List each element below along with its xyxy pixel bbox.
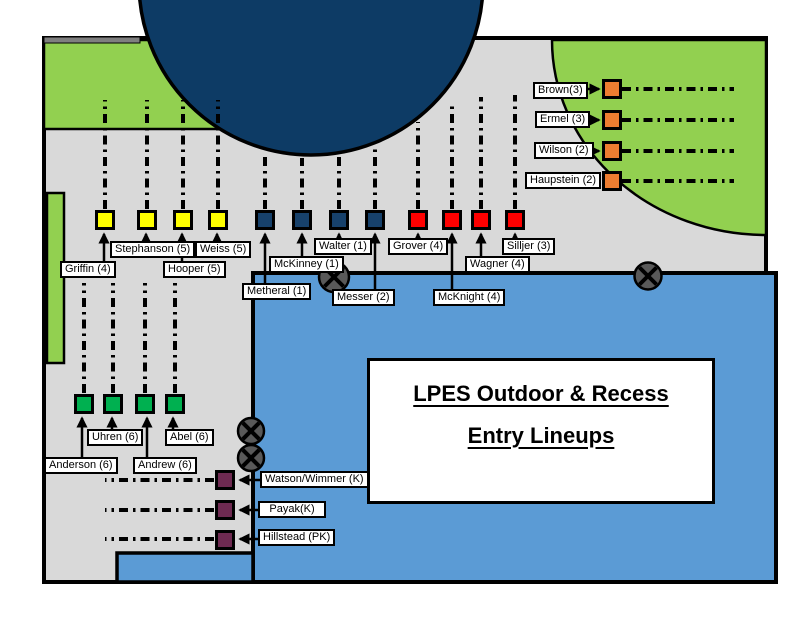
lineup-label-metheral: Metheral (1) [242, 283, 312, 300]
lineup-label-payak: Payak(K) [258, 501, 326, 518]
lineup-spot-uhren [103, 394, 123, 414]
lineup-spot-anderson [74, 394, 94, 414]
lineup-spot-grover [408, 210, 428, 230]
lineup-label-stephanson: Stephanson (5) [110, 241, 196, 258]
lineup-label-andrew: Andrew (6) [133, 457, 197, 474]
lineup-label-wagner: Wagner (4) [465, 256, 530, 273]
lineup-spot-mcknight [442, 210, 462, 230]
lineup-spot-stephanson [137, 210, 157, 230]
field-strip-left [45, 191, 66, 365]
lineup-spot-payak [215, 500, 235, 520]
lineup-label-silljer: Silljer (3) [502, 238, 556, 255]
lineup-label-hillstead: Hillstead (PK) [258, 529, 336, 546]
title-box: LPES Outdoor & Recess Entry Lineups [367, 358, 715, 504]
lineup-spot-brown [602, 79, 622, 99]
lineup-label-mckinney: McKinney (1) [269, 256, 344, 273]
lineup-spot-hooper [173, 210, 193, 230]
lineup-label-ermel: Ermel (3) [535, 111, 591, 128]
crossed-circle-icon [236, 443, 266, 473]
lineup-spot-abel [165, 394, 185, 414]
lineup-label-mcknight: McKnight (4) [433, 289, 506, 306]
lineup-lines [82, 87, 734, 541]
lineup-label-grover: Grover (4) [388, 238, 449, 255]
lineup-spot-watson-wimmer [215, 470, 235, 490]
lineup-spot-metheral [255, 210, 275, 230]
lineup-spot-haupstein [602, 171, 622, 191]
lineup-spot-weiss [208, 210, 228, 230]
page-title-line1: LPES Outdoor & Recess [413, 381, 669, 406]
lineup-label-messer: Messer (2) [332, 289, 395, 306]
lineup-label-haupstein: Haupstein (2) [525, 172, 602, 189]
lineup-spot-silljer [505, 210, 525, 230]
lineup-spot-andrew [135, 394, 155, 414]
lineup-label-wilson: Wilson (2) [534, 142, 594, 159]
wall-strip [43, 36, 141, 44]
crossed-circle-icon [236, 416, 266, 446]
lineup-spot-wagner [471, 210, 491, 230]
building-circle [138, 0, 484, 157]
lineup-spot-mckinney [292, 210, 312, 230]
lineup-label-abel: Abel (6) [165, 429, 214, 446]
page-title-line2: Entry Lineups [467, 423, 615, 448]
lineup-spot-griffin [95, 210, 115, 230]
lineup-label-weiss: Weiss (5) [195, 241, 252, 258]
lineup-spot-wilson [602, 141, 622, 161]
blacktop-strip [115, 551, 255, 584]
crossed-circle-icon [633, 261, 663, 291]
lineup-spot-messer [365, 210, 385, 230]
lineup-spot-ermel [602, 110, 622, 130]
lineup-label-uhren: Uhren (6) [87, 429, 144, 446]
lineup-label-anderson: Anderson (6) [44, 457, 118, 474]
lineup-label-hooper: Hooper (5) [163, 261, 226, 278]
lineup-spot-hillstead [215, 530, 235, 550]
lineup-label-griffin: Griffin (4) [60, 261, 116, 278]
lineup-label-watson-wimmer: Watson/Wimmer (K) [260, 471, 369, 488]
lineup-label-walter: Walter (1) [314, 238, 372, 255]
lineup-spot-walter [329, 210, 349, 230]
lineup-label-brown: Brown(3) [533, 82, 588, 99]
